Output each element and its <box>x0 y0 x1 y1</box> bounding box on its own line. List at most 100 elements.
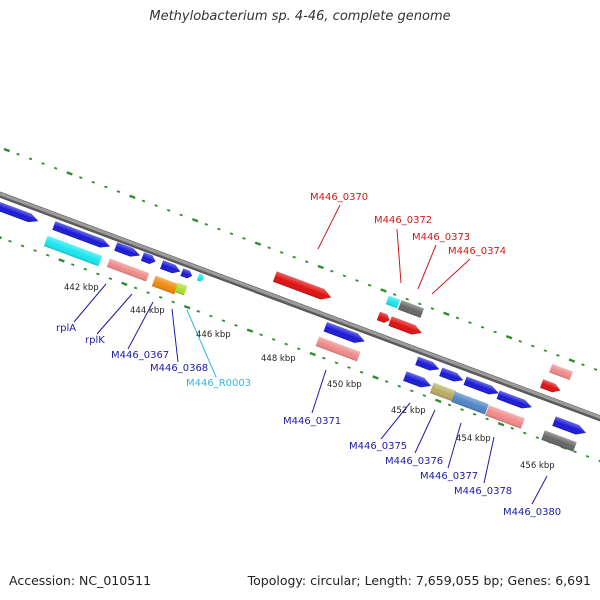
tick-inner-1 <box>8 239 12 243</box>
gene-label-rplK: rplK <box>85 335 105 346</box>
tick-inner-24 <box>297 347 301 351</box>
tick-outer-35 <box>443 311 450 316</box>
tick-outer-9 <box>116 190 121 193</box>
gene-gray-0380-shade <box>541 430 577 452</box>
gene-steelblue-0377-shade <box>451 391 489 415</box>
gene-orange-1-shade <box>151 275 179 295</box>
leader-M446_0377 <box>447 422 462 469</box>
gene-blue-0375-shade <box>403 371 432 388</box>
gene-label-M446_0371: M446_0371 <box>283 416 341 427</box>
kbp-label-450: 450 kbp <box>327 380 362 390</box>
gene-orange-1 <box>151 275 179 295</box>
gene-pink-right-shade <box>549 363 573 381</box>
tick-outer-42 <box>531 344 535 348</box>
tick-outer-39 <box>493 330 497 334</box>
gene-pink-0378 <box>485 405 525 429</box>
gene-cyan-small-shade <box>196 273 204 282</box>
gene-blue-3-shade <box>114 242 141 257</box>
tick-outer-43 <box>543 349 548 353</box>
gene-label-M446_R0003: M446_R0003 <box>186 378 251 389</box>
gene-blue-10 <box>496 390 532 409</box>
gene-cyan-1-shade <box>43 235 103 267</box>
tick-outer-14 <box>179 213 183 217</box>
gene-blue-2 <box>52 221 111 248</box>
tick-outer-40 <box>505 335 513 340</box>
tick-outer-12 <box>154 204 158 208</box>
tick-outer-13 <box>166 208 171 212</box>
tick-inner-30 <box>372 375 379 380</box>
tick-outer-17 <box>217 227 221 231</box>
gene-blue-8 <box>439 367 464 382</box>
tick-inner-26 <box>322 356 326 360</box>
tick-inner-28 <box>347 366 351 369</box>
gene-gray-0372 <box>398 300 424 318</box>
tick-inner-32 <box>397 384 401 388</box>
tick-inner-35 <box>435 398 442 403</box>
gene-labels: rplA rplK M446_0367 M446_0368 M446_R0003… <box>56 192 561 518</box>
tick-inner-18 <box>221 319 226 323</box>
gene-blue-0380 <box>552 416 586 435</box>
tick-outer-10 <box>129 194 136 200</box>
gene-red-0370 <box>272 271 332 300</box>
tick-inner-34 <box>422 394 427 397</box>
gene-khaki-0376-shade <box>429 382 457 402</box>
gene-label-M446_0376: M446_0376 <box>385 456 443 467</box>
gene-label-M446_0370: M446_0370 <box>310 192 368 203</box>
leader-M446_0378 <box>483 436 495 484</box>
tick-outer-38 <box>480 325 485 329</box>
kbp-label-444: 444 kbp <box>130 306 165 316</box>
gene-label-rplA: rplA <box>56 323 76 334</box>
kbp-label-446: 446 kbp <box>196 330 231 340</box>
tick-outer-18 <box>229 232 234 236</box>
topology-text: Topology: circular; Length: 7,659,055 bp… <box>247 573 591 588</box>
gene-blue-5-shade <box>160 260 181 274</box>
gene-label-M446_0372: M446_0372 <box>374 215 432 226</box>
tick-inner-11 <box>133 286 138 290</box>
leader-M446_0373 <box>417 244 437 290</box>
kbp-label-442: 442 kbp <box>64 283 99 293</box>
tick-outer-21 <box>267 246 271 250</box>
tick-inner-29 <box>359 370 364 374</box>
leader-rplK <box>96 293 133 335</box>
tick-inner-5 <box>58 258 65 263</box>
accession-text: Accession: NC_010511 <box>9 573 152 588</box>
tick-inner-15 <box>183 305 191 310</box>
tick-outer-29 <box>367 283 372 287</box>
gene-features <box>0 198 586 452</box>
tick-outer-24 <box>305 260 309 264</box>
gene-blue-1-shade <box>0 198 39 223</box>
tick-inner-40 <box>497 422 505 427</box>
gene-red-0374-shade <box>388 316 422 335</box>
kbp-label-454: 454 kbp <box>456 434 491 444</box>
tick-inner-43 <box>535 436 540 440</box>
tick-inner-12 <box>146 291 150 295</box>
tick-inner-8 <box>96 272 100 276</box>
leader-M446_0367 <box>127 301 154 350</box>
tick-outer-4 <box>53 166 58 170</box>
tick-inner-46 <box>573 450 577 454</box>
leader-M446_0374 <box>431 258 471 295</box>
label-leader-lines <box>73 204 548 505</box>
tick-inner-39 <box>485 417 489 421</box>
tick-outer-46 <box>581 363 585 367</box>
gene-steelblue-0377 <box>451 391 489 415</box>
gene-red-right-shade <box>540 379 561 393</box>
gene-yellowgreen-1 <box>174 282 188 296</box>
tick-ring-outer <box>3 147 598 371</box>
gene-red-0373 <box>376 311 390 323</box>
tick-inner-37 <box>460 408 464 411</box>
tick-outer-6 <box>79 176 83 179</box>
leader-M446_R0003 <box>186 309 217 378</box>
tick-outer-44 <box>556 354 560 357</box>
tick-inner-23 <box>284 342 288 346</box>
gene-blue-0371 <box>323 321 365 343</box>
gene-label-M446_0367: M446_0367 <box>111 350 169 361</box>
gene-blue-0371-shade <box>323 321 365 343</box>
tick-inner-2 <box>20 244 25 248</box>
gene-pink-0371-shade <box>315 336 361 362</box>
tick-outer-26 <box>330 269 334 273</box>
tick-inner-13 <box>158 295 163 299</box>
tick-inner-31 <box>384 380 389 383</box>
tick-inner-16 <box>196 310 201 313</box>
